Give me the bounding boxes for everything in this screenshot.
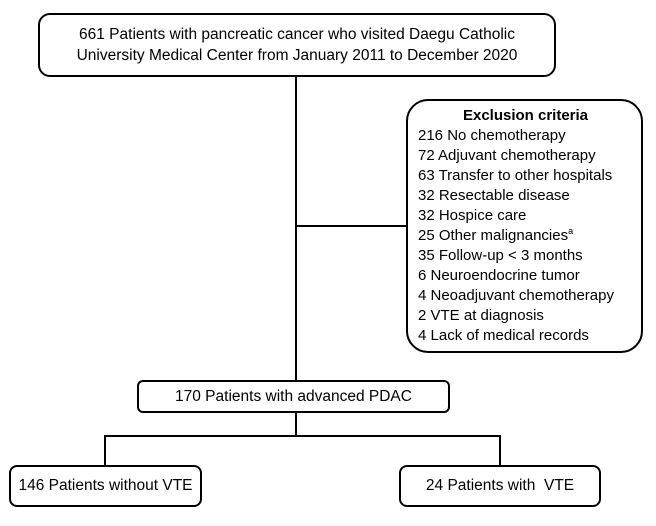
exclusion-item-with-footnote: 25 Other malignanciesa <box>418 226 641 246</box>
exclusion-item: 2 VTE at diagnosis <box>418 307 544 324</box>
exclusion-item: 72 Adjuvant chemotherapy <box>418 147 596 164</box>
footnote-marker: a <box>568 226 574 236</box>
without-vte-label: 146 Patients without VTE <box>18 477 193 494</box>
exclusion-criteria-box: Exclusion criteria 216 No chemotherapy 7… <box>406 99 643 353</box>
connector-to-exclusion <box>295 225 406 227</box>
exclusion-item: 4 Lack of medical records <box>418 327 589 344</box>
source-population-box: 661 Patients with pancreatic cancer who … <box>38 13 556 77</box>
exclusion-item: 35 Follow-up < 3 months <box>418 247 583 264</box>
with-vte-label: 24 Patients with VTE <box>425 477 575 494</box>
connector-to-left-box <box>104 435 106 465</box>
source-population-line-1: 661 Patients with pancreatic cancer who … <box>79 26 515 43</box>
without-vte-box: 146 Patients without VTE <box>9 465 202 507</box>
exclusion-item: 63 Transfer to other hospitals <box>418 167 613 184</box>
exclusion-item: 32 Hospice care <box>418 207 527 224</box>
exclusion-item-text: 25 Other malignancies <box>418 227 569 244</box>
exclusion-item: 6 Neuroendocrine tumor <box>418 267 580 284</box>
advanced-pdac-box: 170 Patients with advanced PDAC <box>137 380 450 413</box>
source-population-line-2: University Medical Center from January 2… <box>76 47 518 64</box>
exclusion-item: 4 Neoadjuvant chemotherapy <box>418 287 614 304</box>
exclusion-item: 216 No chemotherapy <box>418 127 566 144</box>
connector-horizontal-split <box>104 435 501 437</box>
advanced-pdac-label: 170 Patients with advanced PDAC <box>175 387 412 405</box>
connector-top-to-middle <box>295 77 297 380</box>
connector-to-right-box <box>499 435 501 465</box>
exclusion-item: 32 Resectable disease <box>418 187 570 204</box>
connector-middle-down <box>295 413 297 436</box>
with-vte-box: 24 Patients with VTE <box>399 465 601 507</box>
exclusion-criteria-title: Exclusion criteria <box>462 107 589 124</box>
